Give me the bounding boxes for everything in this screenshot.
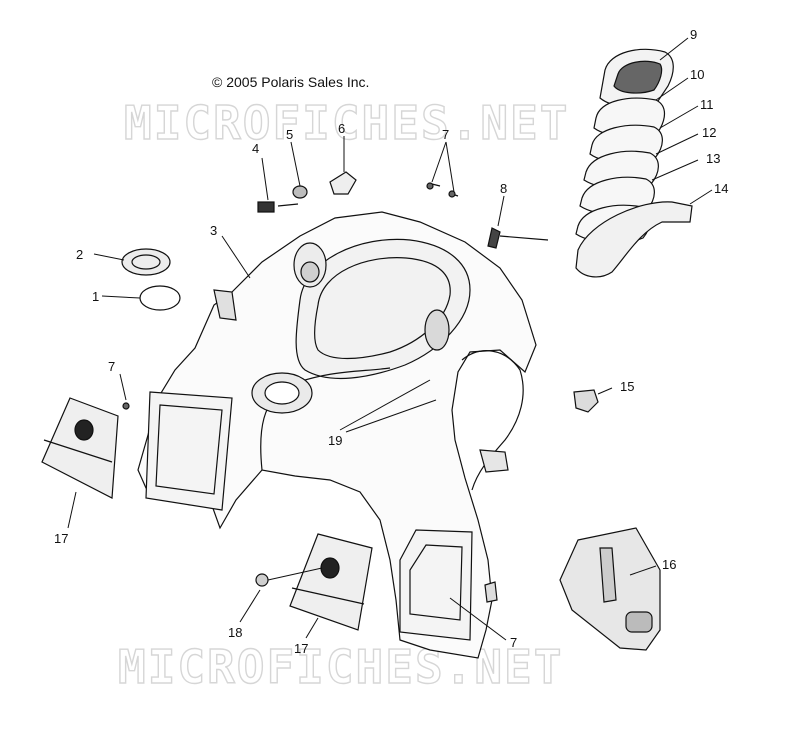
- callout-19: 19: [328, 433, 343, 448]
- cover-17-left: [41, 397, 119, 499]
- callout-11: 11: [700, 97, 714, 112]
- small-parts: [121, 171, 599, 587]
- callout-7-top: 7: [442, 127, 450, 142]
- callout-6: 6: [338, 121, 346, 136]
- callout-7-left: 7: [108, 359, 116, 374]
- copyright-notice: © 2005 Polaris Sales Inc.: [212, 74, 370, 90]
- callout-17-center: 17: [294, 641, 309, 656]
- callout-4: 4: [252, 141, 260, 156]
- callout-5: 5: [286, 127, 294, 142]
- callout-3: 3: [210, 223, 218, 238]
- callout-16: 16: [662, 557, 677, 572]
- callout-17-left: 17: [54, 531, 69, 546]
- callout-7-bottom: 7: [510, 635, 518, 650]
- callout-12: 12: [702, 125, 717, 140]
- callout-9: 9: [690, 27, 698, 42]
- callout-15: 15: [620, 379, 635, 394]
- vent-housing-16: [559, 527, 661, 651]
- watermark-bottom: MICROFICHES.NET: [117, 639, 564, 694]
- callout-13: 13: [706, 151, 721, 166]
- watermark-top: MICROFICHES.NET: [123, 95, 570, 150]
- cover-17-center: [289, 533, 373, 631]
- vent-stack: [575, 48, 693, 278]
- hood-body: [137, 211, 537, 659]
- callout-1: 1: [92, 289, 100, 304]
- callout-18: 18: [228, 625, 243, 640]
- callout-8: 8: [500, 181, 508, 196]
- callout-14: 14: [714, 181, 729, 196]
- callout-2: 2: [76, 247, 84, 262]
- callout-10: 10: [690, 67, 705, 82]
